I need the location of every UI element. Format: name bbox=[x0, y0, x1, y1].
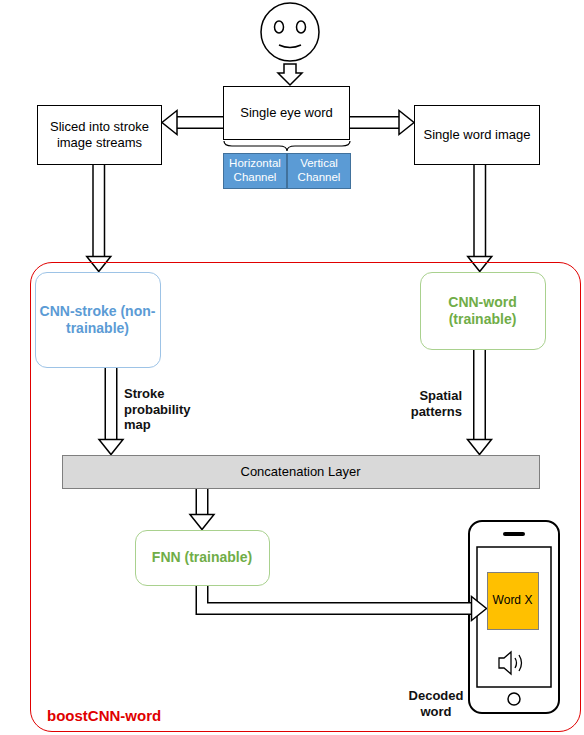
arrow-outline bbox=[105, 368, 118, 440]
arrow-head bbox=[468, 440, 492, 455]
node-label: Concatenation Layer bbox=[241, 464, 361, 480]
network-box: CNN-word (trainable) bbox=[420, 272, 546, 350]
flow-arrow bbox=[162, 111, 223, 135]
face-icon bbox=[261, 3, 319, 61]
process-box: Single word image bbox=[414, 105, 540, 165]
speaker-icon bbox=[499, 652, 522, 674]
node-label: Single eye word bbox=[240, 105, 333, 121]
node-label: Vertical Channel bbox=[292, 157, 346, 185]
flow-arrow bbox=[202, 586, 487, 621]
flow-arrow bbox=[468, 165, 492, 272]
flow-arrow bbox=[87, 165, 111, 272]
node-label: CNN-stroke (non-trainable) bbox=[40, 303, 156, 337]
node-label: Word X bbox=[493, 593, 533, 607]
arrow-fill bbox=[202, 586, 472, 609]
flow-arrow bbox=[190, 489, 214, 530]
model-region: boostCNN-word CNN-stroke (non-trainable) C… bbox=[30, 262, 581, 732]
arrow-outline bbox=[473, 350, 486, 440]
input-arrow bbox=[278, 64, 302, 85]
flow-arrow bbox=[350, 111, 414, 135]
arrow-outline bbox=[202, 586, 472, 609]
arrow-outline bbox=[177, 116, 223, 129]
arrow-fill bbox=[475, 165, 485, 257]
arrow-head bbox=[468, 257, 492, 272]
channel-box: Vertical Channel bbox=[287, 153, 351, 189]
arrow-head bbox=[190, 515, 214, 530]
region-title: boostCNN-word bbox=[47, 707, 161, 725]
node-label: CNN-word (trainable) bbox=[425, 294, 541, 328]
edge-label: Decoded word bbox=[404, 688, 468, 719]
arrow-head bbox=[99, 440, 123, 455]
arrow-outline bbox=[196, 489, 209, 515]
node-label: FNN (trainable) bbox=[152, 549, 252, 566]
flow-arrow bbox=[99, 368, 123, 455]
edge-label: Spatial patterns bbox=[376, 388, 462, 419]
edge-label: Stroke probability map bbox=[124, 386, 208, 433]
concat-layer: Concatenation Layer bbox=[62, 455, 540, 489]
brace bbox=[224, 141, 350, 151]
flow-arrow bbox=[468, 350, 492, 455]
arrow-head bbox=[87, 257, 111, 272]
phone-icon bbox=[469, 521, 559, 713]
channel-box: Horizontal Channel bbox=[223, 153, 287, 189]
arrow-head bbox=[162, 111, 177, 135]
arrow-outline bbox=[473, 165, 486, 257]
network-box: FNN (trainable) bbox=[135, 530, 270, 586]
input-box: Single eye word bbox=[223, 86, 350, 140]
arrow-outline bbox=[92, 165, 105, 257]
arrow-outline bbox=[350, 116, 399, 129]
arrow-fill bbox=[350, 118, 399, 128]
arrow-fill bbox=[475, 350, 485, 440]
process-box: Sliced into stroke image streams bbox=[37, 105, 162, 165]
arrow-fill bbox=[197, 489, 207, 515]
arrow-head bbox=[399, 111, 414, 135]
node-label: Horizontal Channel bbox=[228, 157, 282, 185]
arrow-fill bbox=[177, 118, 223, 128]
node-label: Single word image bbox=[424, 127, 531, 143]
arrow-fill bbox=[94, 165, 104, 257]
node-label: Sliced into stroke image streams bbox=[42, 119, 157, 150]
screen-word: Word X bbox=[487, 572, 539, 630]
arrow-head bbox=[472, 597, 487, 621]
arrow-fill bbox=[106, 368, 116, 440]
network-box: CNN-stroke (non-trainable) bbox=[35, 272, 161, 368]
